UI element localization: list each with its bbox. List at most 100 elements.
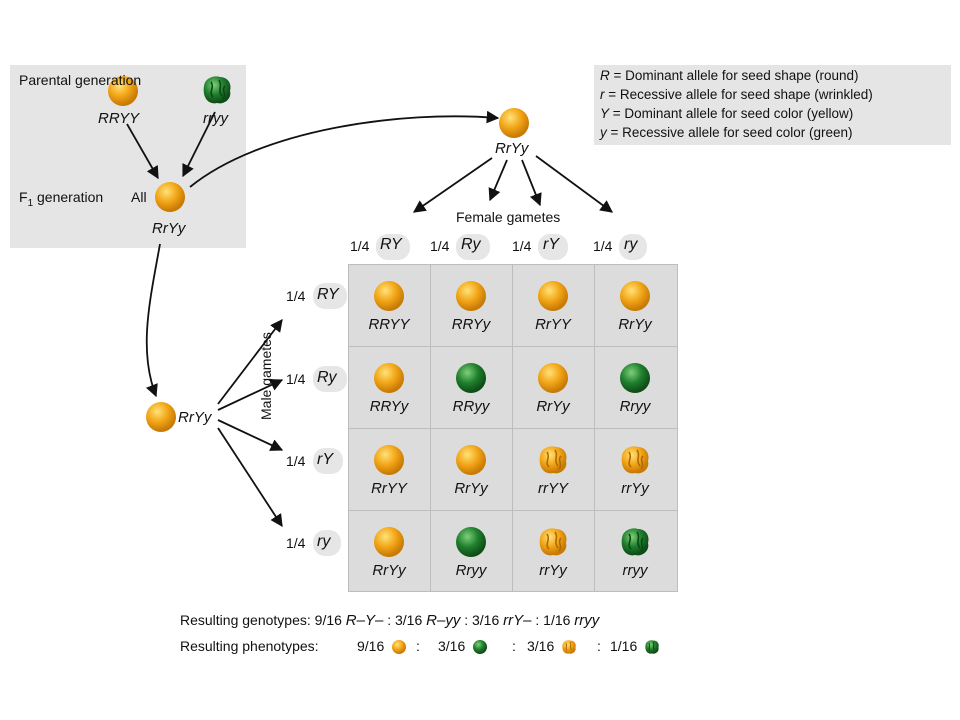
resulting-phenotypes: Resulting phenotypes: <box>180 638 319 654</box>
legend-line: R = Dominant allele for seed shape (roun… <box>600 68 859 83</box>
arrow <box>535 155 614 213</box>
wrinkled-green-seed-icon <box>203 76 231 104</box>
wrinkled-yellow-seed-icon <box>539 446 567 474</box>
resulting-genotypes: Resulting genotypes: 9/16 R–Y– : 3/16 R–… <box>180 612 600 629</box>
gamete-fraction: 1/4 <box>286 288 306 304</box>
f1-generation-label: F1 generation <box>19 189 104 209</box>
round-yellow-seed-icon <box>456 445 486 475</box>
round-yellow-seed-icon <box>155 182 185 212</box>
female-gamete-allele: ry <box>624 236 638 253</box>
gamete-fraction: 1/4 <box>430 238 450 254</box>
phenotype-fraction: 3/16 <box>527 638 555 654</box>
punnett-cell-genotype: RrYY <box>371 480 407 497</box>
female-gamete-allele: RY <box>380 236 402 253</box>
round-yellow-seed-icon <box>146 402 176 432</box>
gamete-pill <box>313 530 341 556</box>
punnett-cell-genotype: RRYy <box>369 398 409 415</box>
parental-generation-label: Parental generation <box>19 72 142 88</box>
round-yellow-seed-icon <box>538 363 568 393</box>
phenotype-fraction: 1/16 <box>610 638 638 654</box>
round-yellow-seed-icon <box>620 281 650 311</box>
round-yellow-seed-icon <box>538 281 568 311</box>
punnett-cell-genotype: RRYY <box>368 316 410 333</box>
wrinkled-yellow-seed-icon <box>562 640 576 654</box>
round-yellow-seed-icon <box>108 76 138 106</box>
punnett-cell-genotype: RrYY <box>535 316 571 333</box>
arrow <box>217 379 284 411</box>
f1-all-label: All <box>131 189 147 205</box>
arrow <box>488 159 508 202</box>
grid-divider <box>348 510 678 511</box>
round-green-seed-icon <box>620 363 650 393</box>
left-parent-genotype: RrYy <box>178 409 212 426</box>
genotype-rryy-dominant: RRYY <box>98 110 140 127</box>
gamete-pill <box>456 234 490 260</box>
round-yellow-seed-icon <box>499 108 529 138</box>
male-gametes-label: Male gametes <box>258 332 274 420</box>
arrow <box>145 243 161 398</box>
wrinkled-yellow-seed-icon <box>621 446 649 474</box>
grid-divider <box>348 428 678 429</box>
arrow <box>217 419 284 451</box>
gamete-fraction: 1/4 <box>593 238 613 254</box>
phenotype-sep: : <box>597 638 601 654</box>
punnett-cell-genotype: RrYy <box>618 316 652 333</box>
phenotype-sep: : <box>512 638 516 654</box>
wrinkled-green-seed-icon <box>645 640 659 654</box>
grid-divider <box>348 346 678 347</box>
wrinkled-yellow-seed-icon <box>539 528 567 556</box>
female-gamete-allele: Ry <box>461 236 481 253</box>
round-yellow-seed-icon <box>374 445 404 475</box>
punnett-cell-genotype: rrYY <box>538 480 568 497</box>
gamete-pill <box>376 234 410 260</box>
round-green-seed-icon <box>456 527 486 557</box>
punnett-cell-genotype: rryy <box>622 562 648 579</box>
legend-line: Y = Dominant allele for seed color (yell… <box>600 106 854 121</box>
arrow <box>217 318 283 405</box>
arrow <box>521 159 542 207</box>
punnett-cell-genotype: RrYy <box>454 480 488 497</box>
punnett-cell-genotype: RrYy <box>372 562 406 579</box>
punnett-cell-genotype: rrYy <box>621 480 649 497</box>
female-gametes-label: Female gametes <box>456 209 561 225</box>
legend-line: y = Recessive allele for seed color (gre… <box>600 125 853 140</box>
punnett-cell-genotype: RrYy <box>536 398 570 415</box>
genotype-rryy-recessive: rryy <box>203 110 228 127</box>
arrow <box>182 111 216 178</box>
round-yellow-seed-icon <box>392 640 406 654</box>
female-gamete-allele: rY <box>543 236 559 253</box>
gamete-pill <box>313 366 347 392</box>
f1-genotype: RrYy <box>152 220 186 237</box>
punnett-cell-genotype: RRyy <box>452 398 490 415</box>
arrow <box>189 110 500 188</box>
gamete-fraction: 1/4 <box>286 371 306 387</box>
round-yellow-seed-icon <box>374 363 404 393</box>
male-gamete-allele: ry <box>317 533 331 550</box>
male-gamete-allele: rY <box>317 451 333 468</box>
round-yellow-seed-icon <box>456 281 486 311</box>
gamete-pill <box>619 234 647 260</box>
phenotype-fraction: 9/16 <box>357 638 385 654</box>
gamete-fraction: 1/4 <box>512 238 532 254</box>
gamete-fraction: 1/4 <box>286 535 306 551</box>
gamete-pill <box>313 283 347 309</box>
legend-panel <box>594 65 951 145</box>
round-green-seed-icon <box>473 640 487 654</box>
punnett-cell-genotype: Rryy <box>619 398 651 415</box>
punnett-cell-genotype: rrYy <box>539 562 567 579</box>
gamete-fraction: 1/4 <box>350 238 370 254</box>
phenotype-fraction: 3/16 <box>438 638 466 654</box>
round-green-seed-icon <box>456 363 486 393</box>
top-parent-genotype: RrYy <box>495 140 529 157</box>
gamete-pill <box>538 234 568 260</box>
punnett-cell-genotype: RRYy <box>451 316 491 333</box>
wrinkled-green-seed-icon <box>621 528 649 556</box>
gamete-pill <box>313 448 343 474</box>
phenotype-sep: : <box>416 638 420 654</box>
arrow <box>217 427 283 528</box>
arrow <box>412 157 493 213</box>
arrow <box>126 123 159 180</box>
male-gamete-allele: RY <box>317 286 339 303</box>
legend-line: r = Recessive allele for seed shape (wri… <box>600 87 873 102</box>
